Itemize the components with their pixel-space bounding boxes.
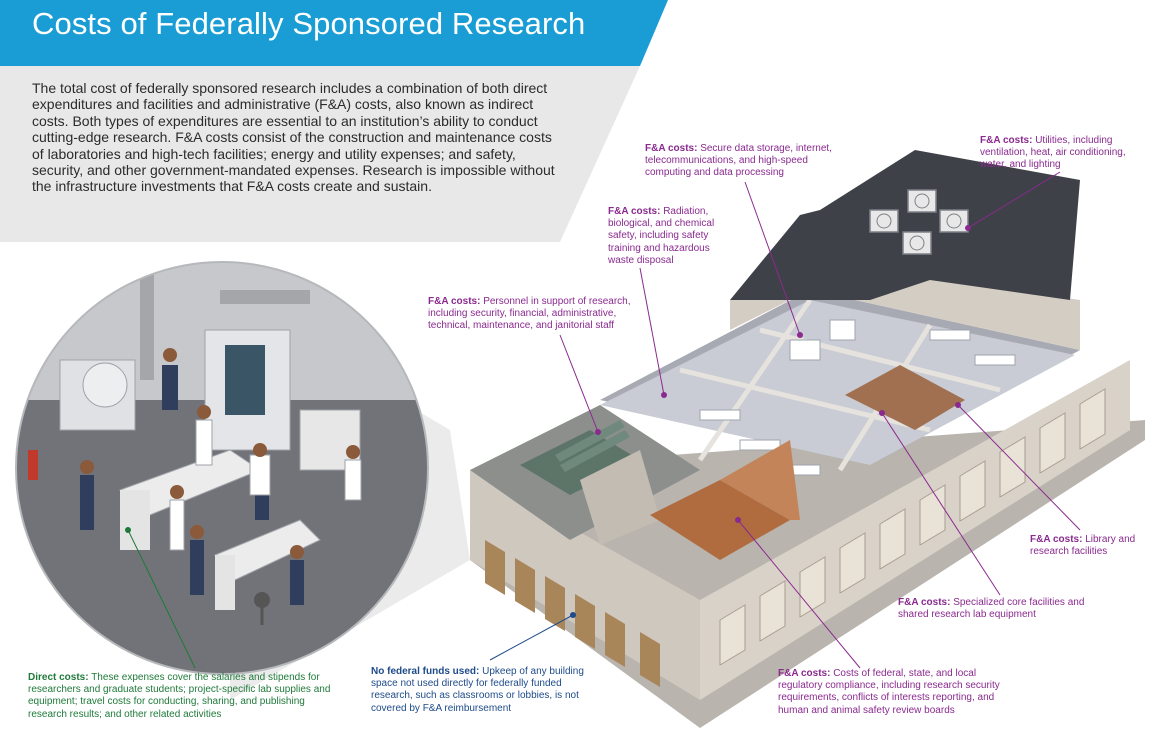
callout-label: F&A costs: bbox=[645, 143, 698, 154]
callout-safety: F&A costs: Radiation, biological, and ch… bbox=[608, 206, 726, 267]
callout-compliance: F&A costs: Costs of federal, state, and … bbox=[778, 668, 1018, 717]
callout-library: F&A costs: Library and research faciliti… bbox=[1030, 534, 1140, 558]
callout-core-facilities: F&A costs: Specialized core facilities a… bbox=[898, 597, 1098, 621]
callout-text: Costs of federal, state, and local regul… bbox=[778, 668, 1000, 716]
page-title: Costs of Federally Sponsored Research bbox=[32, 6, 586, 41]
lab-zoom-circle bbox=[15, 261, 429, 675]
callout-label: F&A costs: bbox=[778, 668, 831, 679]
intro-background bbox=[0, 66, 640, 242]
callout-text: Utilities, including ventilation, heat, … bbox=[980, 135, 1126, 171]
callout-data-storage: F&A costs: Secure data storage, internet… bbox=[645, 143, 845, 180]
callout-label: F&A costs: bbox=[608, 206, 661, 217]
callout-text: Personnel in support of research, includ… bbox=[428, 296, 631, 332]
callout-no-federal-funds: No federal funds used: Upkeep of any bui… bbox=[371, 666, 591, 715]
callout-label: F&A costs: bbox=[898, 597, 951, 608]
callout-label: F&A costs: bbox=[1030, 534, 1083, 545]
callout-text: These expenses cover the salaries and st… bbox=[28, 672, 331, 720]
callout-text: Library and research facilities bbox=[1030, 534, 1136, 558]
callout-text: Upkeep of any building space not used di… bbox=[371, 666, 584, 714]
callout-direct-costs: Direct costs: These expenses cover the s… bbox=[28, 672, 338, 721]
callout-text: Secure data storage, internet, telecommu… bbox=[645, 143, 832, 179]
callout-label: Direct costs: bbox=[28, 672, 89, 683]
intro-paragraph: The total cost of federally sponsored re… bbox=[32, 80, 555, 195]
building bbox=[470, 150, 1145, 728]
title-banner bbox=[0, 0, 668, 66]
callout-label: F&A costs: bbox=[980, 135, 1033, 146]
callout-personnel: F&A costs: Personnel in support of resea… bbox=[428, 296, 638, 333]
roof bbox=[730, 150, 1080, 300]
callout-text: Radiation, biological, and chemical safe… bbox=[608, 206, 715, 266]
callout-text: Specialized core facilities and shared r… bbox=[898, 597, 1085, 621]
leader-lines bbox=[125, 171, 1081, 669]
callout-label: No federal funds used: bbox=[371, 666, 480, 677]
callout-utilities: F&A costs: Utilities, including ventilat… bbox=[980, 135, 1140, 172]
callout-label: F&A costs: bbox=[428, 296, 481, 307]
